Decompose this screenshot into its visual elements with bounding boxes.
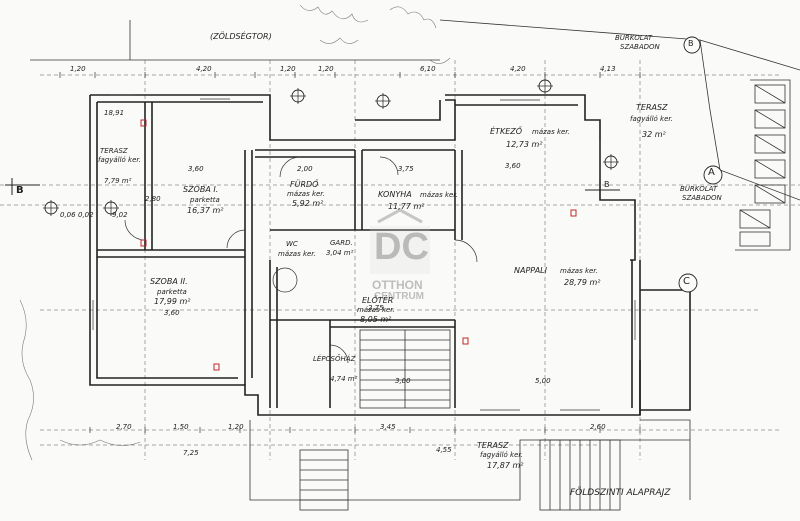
room-furdo-floor: mázas ker. — [287, 190, 325, 198]
room-terasz-bottom-floor: fagyálló ker. — [480, 451, 523, 459]
dim-int-5: 3,60 — [164, 309, 180, 317]
dim-int-9: 7,25 — [183, 449, 199, 457]
room-konyha-area: 11,77 m² — [388, 202, 425, 211]
dim-int-3: 3,75 — [398, 165, 414, 173]
watermark-line1: OTTHON — [372, 278, 423, 292]
room-szoba1-floor: parketta — [190, 196, 220, 204]
plan-title: FÖLDSZINTI ALAPRAJZ — [570, 488, 671, 498]
burkolat-right-sub: SZABADON — [682, 194, 722, 202]
room-etkezo-name: ÉTKEZŐ — [490, 127, 523, 136]
room-konyha-floor: mázas ker. — [420, 191, 458, 199]
dim-top-3: 1,20 — [280, 65, 296, 73]
terrace-steps-right — [735, 79, 791, 251]
street-label: (ZÖLDSÉGTOR) — [210, 32, 272, 41]
room-nappali-name: NAPPALI — [514, 266, 547, 275]
dim-top-1: 1,20 — [70, 65, 86, 73]
red-marks — [140, 119, 577, 371]
windows — [89, 94, 636, 411]
dim-int-1: 3,60 — [188, 165, 204, 173]
room-furdo-name: FÜRDŐ — [290, 180, 319, 189]
dim-top-7: 4,13 — [600, 65, 616, 73]
room-wc-floor: mázas ker. — [278, 250, 316, 258]
dim-int-8: 3,00 — [395, 377, 411, 385]
dim-bottom-4: 3,45 — [380, 423, 396, 431]
room-gard-area: 3,04 m² — [326, 249, 354, 257]
corner-mark-a: A — [708, 167, 715, 178]
dim-int-10: 4,55 — [436, 446, 452, 454]
room-wc-name: WC — [286, 240, 298, 248]
room-terasz-right-area: 32 m² — [642, 130, 666, 139]
dim-left-2: 9,02 — [112, 211, 128, 219]
dim-int-4: 3,60 — [505, 162, 521, 170]
dim-bottom-3: 1,20 — [228, 423, 244, 431]
room-eloter-area: 8,05 m² — [360, 315, 392, 324]
room-nappali-floor: mázas ker. — [560, 267, 598, 275]
room-konyha-name: KONYHA — [378, 190, 412, 199]
dim-int-2: 2,00 — [297, 165, 313, 173]
corner-mark-b: B — [688, 39, 694, 48]
room-szoba2-floor: parketta — [157, 288, 187, 296]
watermark-logo-text: DC — [374, 226, 429, 268]
dim-int-7: 5,00 — [535, 377, 551, 385]
room-terasz-left-name: TERASZ — [100, 147, 128, 155]
dim-bottom-1: 2,70 — [116, 423, 132, 431]
burkolat-top-sub: SZABADON — [620, 43, 660, 51]
vegetation-top — [19, 4, 451, 461]
room-terasz-left-floor: fagyálló ker. — [98, 156, 141, 164]
room-eloter-name: ELŐTÉR — [362, 296, 394, 305]
bottom-terrace — [249, 419, 691, 501]
room-szoba2-name: SZOBA II. — [150, 277, 188, 286]
room-eloter-floor: mázas ker. — [357, 306, 395, 314]
room-terasz-left-area: 7,79 m² — [104, 177, 132, 185]
room-terasz-right-floor: fagyálló ker. — [630, 115, 673, 123]
watermark-logo — [370, 208, 430, 274]
watermark-line2: CENTRUM — [374, 291, 424, 302]
section-mark-left: B — [16, 185, 24, 196]
room-szoba1-area: 16,37 m² — [187, 206, 224, 215]
burkolat-top-name: BURKOLAT — [615, 34, 653, 42]
dim-left-1: 18,91 — [104, 109, 125, 117]
dim-top-4: 1,20 — [318, 65, 334, 73]
dim-top-2: 4,20 — [196, 65, 212, 73]
room-terasz-bottom-area: 17,87 m² — [487, 461, 524, 470]
room-gard-name: GARD. — [330, 239, 353, 247]
section-arrow — [5, 178, 620, 195]
corner-mark-c: C — [683, 276, 690, 287]
room-terasz-bottom-name: TERASZ — [477, 441, 509, 450]
burkolat-right-name: BURKOLAT — [680, 185, 718, 193]
room-szoba1-name: SZOBA I. — [183, 185, 219, 194]
dim-int-19: 0,06 — [60, 211, 76, 219]
door-swings — [124, 156, 478, 364]
section-mark-right: B — [604, 180, 610, 189]
dim-bottom-5: 2,60 — [590, 423, 606, 431]
dimension-ticks — [59, 72, 641, 433]
room-lepcsohaz-area: 4,74 m² — [330, 375, 358, 383]
dim-bottom-2: 1,50 — [173, 423, 189, 431]
room-lepcsohaz-name: LÉPCSŐHÁZ — [313, 355, 356, 363]
room-etkezo-area: 12,73 m² — [506, 140, 543, 149]
room-etkezo-floor: mázas ker. — [532, 128, 570, 136]
dim-int-6: 2,75 — [368, 304, 384, 312]
room-terasz-right-name: TERASZ — [636, 103, 668, 112]
room-nappali-area: 28,79 m² — [564, 278, 601, 287]
dim-int-18: 0,02 — [78, 211, 94, 219]
room-furdo-area: 5,92 m² — [292, 199, 324, 208]
dim-top-5: 6,10 — [420, 65, 436, 73]
room-szoba2-area: 17,99 m² — [154, 297, 191, 306]
dim-left-3: 2,80 — [145, 195, 161, 203]
dim-top-6: 4,20 — [510, 65, 526, 73]
grid-marker-crosses — [43, 78, 619, 216]
